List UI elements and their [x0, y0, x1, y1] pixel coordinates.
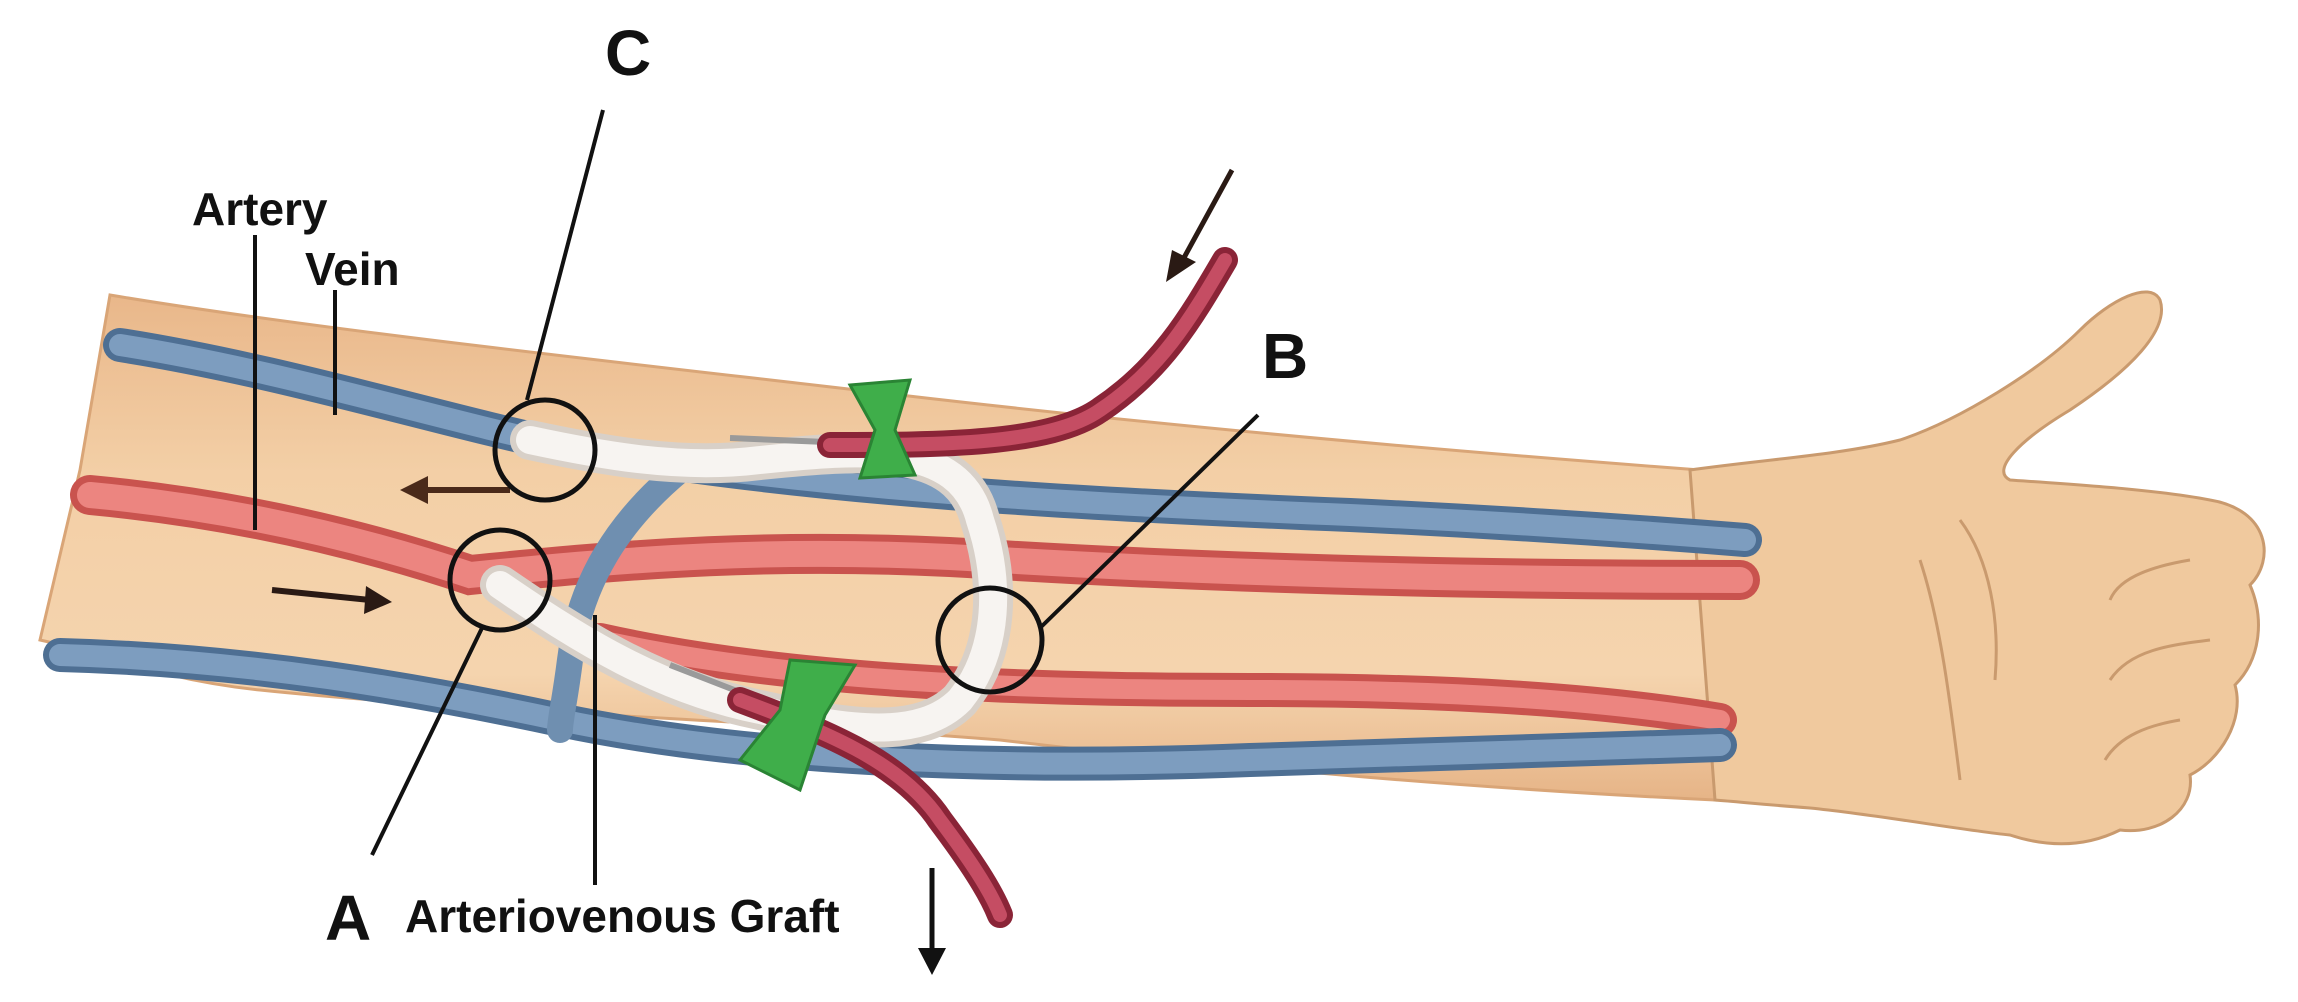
flow-arrow-in [1166, 168, 1235, 282]
label-graft: Arteriovenous Graft [405, 890, 840, 942]
label-a: A [325, 882, 371, 954]
circle-b [935, 585, 1045, 695]
label-artery: Artery [192, 183, 328, 235]
leader-c [525, 109, 605, 401]
flow-arrow-down [918, 868, 946, 975]
label-c: C [605, 17, 651, 89]
flow-arrow-right [271, 586, 392, 614]
leader-a [370, 627, 484, 856]
circle-c [492, 397, 598, 503]
label-b: B [1262, 320, 1308, 392]
lower-clamp [737, 658, 858, 793]
hand-skin [1688, 290, 2266, 846]
circle-a [447, 527, 553, 633]
flow-arrow-left [400, 476, 510, 504]
upper-clamp [847, 378, 918, 480]
label-vein: Vein [305, 243, 400, 295]
finger-creases [1918, 519, 2211, 781]
leader-b [1038, 413, 1260, 630]
